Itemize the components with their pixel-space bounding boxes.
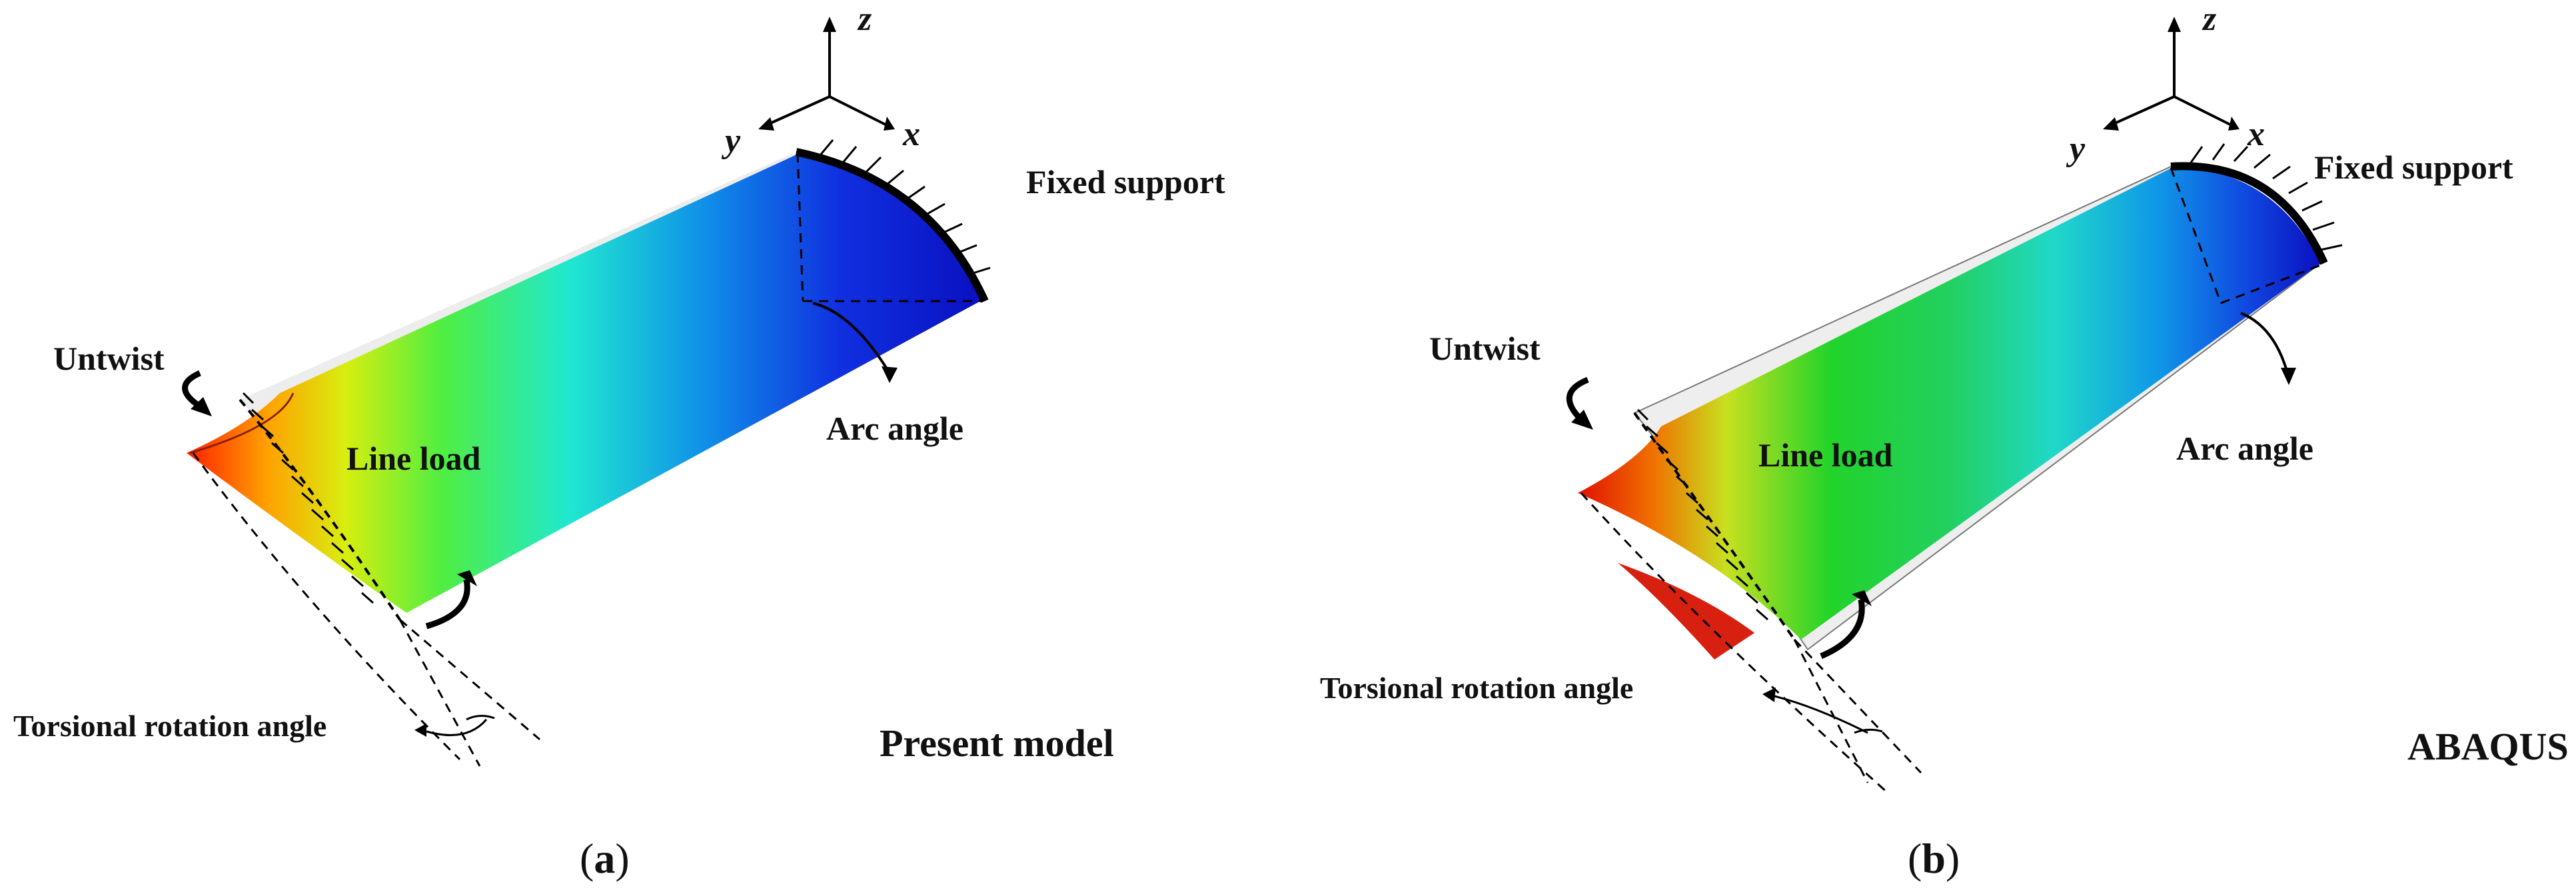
panel-a-figure: z y x Fixed support Arc angle Untwist Li… [13,0,1225,882]
caption-close: ) [615,835,629,882]
red-tip-region [1618,563,1754,660]
torsion-leader [1774,695,1868,734]
torsion-leader [426,719,488,736]
line-load-arrows [1636,408,1768,621]
line-load-label: Line load [346,440,481,477]
untwist-arrowhead-top [1571,410,1593,430]
caption-open: ( [580,835,594,882]
untwist-arrow-top [1566,376,1589,422]
untwist-label: Untwist [53,340,165,377]
torsion-leader-arrowhead [1762,687,1776,702]
caption-a: (a) [580,835,630,882]
arc-angle-label: Arc angle [2176,430,2313,467]
x-axis-label: x [902,115,920,153]
arc-angle-arrowhead [2281,368,2296,385]
torsional-rotation-angle-label: Torsional rotation angle [13,709,326,743]
untwist-arrow-top [182,370,202,409]
y-axis-label: y [721,122,741,160]
fixed-support-arc [795,148,989,303]
line-load-dashed [239,398,401,621]
arc-angle-lines [2170,167,2321,304]
torsion-leader-arrowhead [414,723,426,737]
torsion-angle-arc [1854,728,1883,734]
model-name: ABAQUS [2407,725,2569,768]
caption-open: ( [1908,835,1922,882]
torsion-dashed-lines [192,452,540,767]
deformed-shell [1578,167,2321,640]
axes-arrowheads [2103,17,2240,131]
axes-arrowheads [758,17,895,131]
panel-a: z y x Fixed support Arc angle Untwist Li… [13,0,1225,882]
arc-angle-leader [2240,312,2289,374]
x-axis-label: x [2247,115,2265,153]
fixed-support-arc [2170,162,2328,265]
torsion-dashed-lines [1580,492,1922,794]
untwist-arrow-bottom [1820,599,1865,660]
fixed-support-hatch [2190,143,2343,251]
line-load-dashed [1633,412,1796,641]
axes-triad [762,23,890,128]
caption-letter: a [594,835,615,882]
untwist-arrowhead-bottom [1852,590,1872,606]
caption-letter: b [1922,835,1946,882]
fixed-support-hatch [818,139,991,276]
arc-angle-label: Arc angle [826,410,964,447]
untwist-arrowhead-bottom [457,570,477,586]
caption-b: (b) [1908,835,1960,882]
fixed-support-label: Fixed support [1026,163,1225,201]
caption-close: ) [1946,835,1960,882]
torsional-rotation-angle-label: Torsional rotation angle [1320,671,1633,705]
z-axis-label: z [857,0,872,38]
model-name: Present model [880,721,1114,765]
untwist-label: Untwist [1429,330,1541,367]
fixed-support-label: Fixed support [2314,149,2513,186]
torsion-angle-arc [466,715,495,721]
z-axis-label: z [2202,0,2217,38]
line-load-label: Line load [1758,436,1893,474]
panel-b-figure: z y x Fixed support Arc angle Untwist Li… [1320,0,2569,882]
arc-angle-arrowhead [882,366,898,383]
untwist-arrow-bottom [425,579,470,630]
arc-angle-lines [796,153,983,302]
y-axis-label: y [2066,130,2086,168]
arc-angle-leader [812,302,891,374]
panel-b: z y x Fixed support Arc angle Untwist Li… [1288,0,2576,896]
deformed-shell [187,153,983,613]
untwist-arrowhead-top [191,397,212,416]
axes-triad [2107,23,2235,128]
